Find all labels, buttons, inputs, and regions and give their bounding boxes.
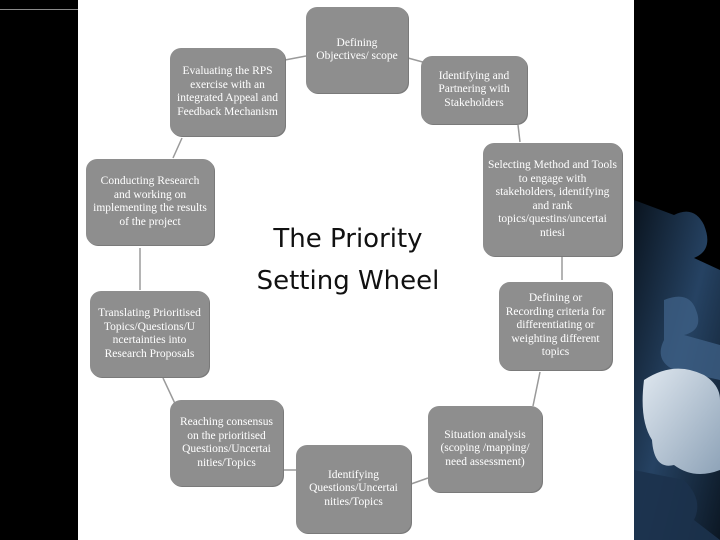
step-identifying-stakeholders: Identifying and Partnering with Stakehol…	[421, 56, 527, 124]
step-reaching-consensus: Reaching consensus on the prioritised Qu…	[170, 400, 283, 486]
connector-9-10	[172, 137, 183, 159]
step-defining-objectives: Defining Objectives/ scope	[306, 7, 408, 93]
wheel-title: The Priority Setting Wheel	[238, 218, 458, 302]
wheel-connectors	[139, 55, 563, 485]
step-identifying-questions: Identifying Questions/Uncertai nities/To…	[296, 445, 411, 533]
step-evaluating-rps: Evaluating the RPS exercise with an inte…	[170, 48, 285, 136]
connector-4-5	[532, 371, 541, 407]
connector-2-3	[517, 124, 521, 143]
connector-5-6	[410, 477, 429, 485]
step-selecting-method-tools: Selecting Method and Tools to engage wit…	[483, 143, 622, 256]
puzzle-background-image	[634, 0, 720, 540]
diagram-panel: Defining Objectives/ scope Identifying a…	[78, 0, 634, 540]
wheel-title-line-2: Setting Wheel	[256, 266, 440, 296]
wheel-title-line-1: The Priority	[273, 224, 423, 254]
step-translating-topics: Translating Prioritised Topics/Questions…	[90, 291, 209, 377]
connector-10-1	[284, 55, 307, 61]
step-defining-criteria: Defining or Recording criteria for diffe…	[499, 282, 612, 370]
step-conducting-research: Conducting Research and working on imple…	[86, 159, 214, 245]
top-rule-left	[0, 9, 78, 10]
step-situation-analysis: Situation analysis (scoping /mapping/ ne…	[428, 406, 542, 492]
